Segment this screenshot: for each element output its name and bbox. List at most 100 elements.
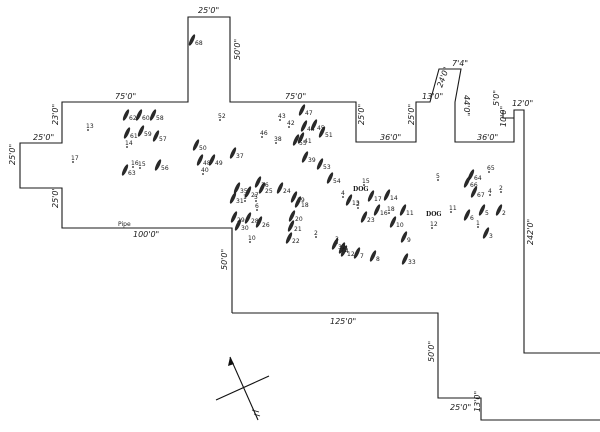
specimen-number: 35 xyxy=(240,188,248,195)
bone-icon xyxy=(401,253,409,265)
specimen-number: 23 xyxy=(367,217,375,224)
specimen-number: 10 xyxy=(396,222,404,229)
specimen-42: 42 xyxy=(287,120,295,128)
specimen-number: 38 xyxy=(274,136,282,143)
specimen-number: 15 xyxy=(362,178,370,185)
specimen-51: 51 xyxy=(318,126,333,139)
point-marker-icon xyxy=(342,196,344,198)
dimension-label-small-10: 10'0" xyxy=(499,106,508,127)
bone-icon xyxy=(297,132,305,144)
specimen-10: 10 xyxy=(389,216,404,229)
specimen-4: 4 xyxy=(341,190,345,198)
specimen-number: 16 xyxy=(380,210,388,217)
bone-icon xyxy=(389,216,397,228)
dimension-label-arc-inner: 44'0" xyxy=(462,95,471,116)
specimen-number: 61 xyxy=(130,133,138,140)
specimen-47: 47 xyxy=(298,104,313,117)
bone-icon xyxy=(400,231,408,243)
specimen-number: 48 xyxy=(203,160,211,167)
bone-icon xyxy=(495,204,503,216)
bone-icon xyxy=(300,120,308,132)
dimension-label-top-tower: 25'0" xyxy=(198,6,219,15)
bone-icon xyxy=(135,109,143,121)
specimen-3: 3 xyxy=(482,227,493,240)
bone-icon xyxy=(230,211,238,223)
specimen-number: 4 xyxy=(345,248,349,255)
bone-icon xyxy=(482,227,490,239)
specimen-number: 16 xyxy=(131,160,139,167)
dimension-label-step-13: 13'0" xyxy=(422,92,443,101)
bone-icon xyxy=(154,159,162,171)
dimension-labels: 25'0"50'0"75'0"75'0"23'0"25'0"25'0"25'0"… xyxy=(8,6,535,412)
bone-icon xyxy=(152,130,160,142)
specimen-5: 5 xyxy=(436,173,440,181)
specimen-49: 49 xyxy=(208,154,223,167)
specimen-number: 11 xyxy=(449,205,457,212)
specimen-number: 43 xyxy=(278,113,286,120)
specimen-19: 19 xyxy=(290,191,305,204)
specimen-13: 13 xyxy=(86,123,94,131)
point-marker-icon xyxy=(244,200,246,202)
bone-icon xyxy=(192,139,200,151)
specimen-46: 46 xyxy=(260,130,268,138)
bone-icon xyxy=(298,104,306,116)
bone-icon xyxy=(326,172,334,184)
specimen-41: 41 xyxy=(297,132,312,145)
specimen-number: 63 xyxy=(128,170,136,177)
specimen-54: 54 xyxy=(326,172,341,185)
specimen-59: 59 xyxy=(137,125,152,138)
specimen-number: 18 xyxy=(387,206,395,213)
dimension-label-small-5: 5'0" xyxy=(492,90,501,106)
specimen-58: 58 xyxy=(149,109,164,122)
specimen-number: 56 xyxy=(161,165,169,172)
specimen-number: 52 xyxy=(218,113,226,120)
specimen-number: 68 xyxy=(195,40,203,47)
specimen-number: 67 xyxy=(477,192,485,199)
point-marker-icon xyxy=(202,173,204,175)
dimension-label-bottom-mid: 125'0" xyxy=(330,317,356,326)
specimen-number: 5 xyxy=(485,210,489,217)
specimen-15: 15 xyxy=(362,178,370,186)
specimen-number: 2 xyxy=(499,185,503,192)
specimen-13: 13 xyxy=(345,194,360,207)
specimen-number: 25 xyxy=(265,188,273,195)
wall-small-notch xyxy=(502,110,514,119)
wall-outline-main xyxy=(19,16,600,354)
specimen-7: 7 xyxy=(353,247,364,260)
point-marker-icon xyxy=(275,142,277,144)
bone-icon xyxy=(122,109,130,121)
specimen-43: 43 xyxy=(278,113,286,121)
point-marker-icon xyxy=(261,136,263,138)
specimen-number: 7 xyxy=(360,253,364,260)
specimen-number: 19 xyxy=(297,197,305,204)
dimension-label-right-upper: 75'0" xyxy=(285,92,306,101)
dimension-label-small-12: 12'0" xyxy=(512,99,533,108)
bone-icon xyxy=(301,151,309,163)
specimen-68: 68 xyxy=(188,34,203,47)
specimen-number: 47 xyxy=(305,110,313,117)
bone-icon xyxy=(290,191,298,203)
specimen-11: 11 xyxy=(449,205,457,213)
bone-icon xyxy=(369,250,377,262)
point-marker-icon xyxy=(450,211,452,213)
specimen-2: 2 xyxy=(314,230,318,238)
specimen-number: 15 xyxy=(138,161,146,168)
point-marker-icon xyxy=(255,200,257,202)
specimen-number: 31 xyxy=(236,198,244,205)
specimen-4: 4 xyxy=(488,188,492,196)
specimen-number: 2 xyxy=(314,230,318,237)
bone-icon xyxy=(318,126,326,138)
specimen-number: 41 xyxy=(304,138,312,145)
point-marker-icon xyxy=(87,129,89,131)
point-marker-icon xyxy=(139,167,141,169)
north-arrow-icon xyxy=(215,356,270,421)
specimen-1: 1 xyxy=(476,220,480,228)
point-marker-icon xyxy=(249,241,251,243)
bone-icon xyxy=(310,119,318,131)
specimen-50: 50 xyxy=(192,139,207,152)
dimension-label-notch-right-v: 25'0" xyxy=(407,104,416,125)
specimen-number: 66 xyxy=(470,182,478,189)
bone-icon xyxy=(331,238,339,250)
point-marker-icon xyxy=(219,119,221,121)
